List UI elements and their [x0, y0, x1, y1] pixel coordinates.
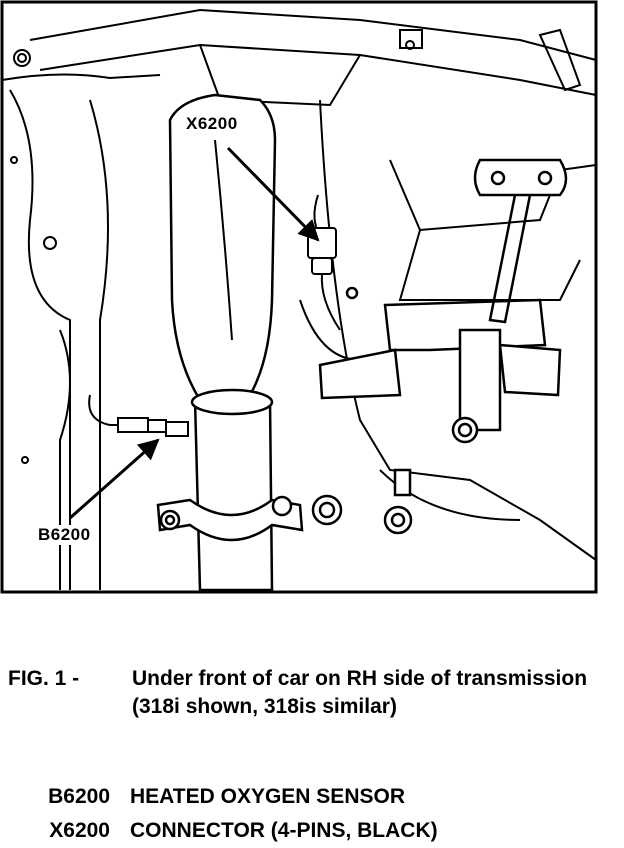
- legend-code: X6200: [49, 819, 110, 842]
- b6200-leader-arrow: [69, 438, 160, 520]
- callout-b6200: B6200: [36, 525, 93, 545]
- legend-description: HEATED OXYGEN SENSOR: [130, 785, 405, 808]
- oxygen-sensor: [88, 394, 189, 437]
- transmission-mount: [318, 298, 562, 444]
- mounting-bolts: [311, 286, 413, 535]
- shift-linkage: [473, 158, 568, 324]
- figure-number: FIG. 1 -: [8, 667, 80, 690]
- legend-description: CONNECTOR (4-PINS, BLACK): [130, 819, 438, 842]
- transmission-housing: [299, 99, 597, 561]
- x6200-leader-arrow: [226, 146, 320, 242]
- body-panel: [1, 49, 161, 590]
- callout-x6200: X6200: [184, 114, 240, 134]
- pipe-clamp: [156, 495, 304, 542]
- component-location-drawing: [0, 0, 598, 594]
- legend-code: B6200: [48, 785, 110, 808]
- legend-row: B6200 HEATED OXYGEN SENSOR: [0, 783, 624, 811]
- legend-row: X6200 CONNECTOR (4-PINS, BLACK): [0, 817, 624, 845]
- drawing-frame: [0, 0, 598, 594]
- figure-caption: Under front of car on RH side of transmi…: [132, 667, 588, 718]
- crossmember: [29, 8, 597, 107]
